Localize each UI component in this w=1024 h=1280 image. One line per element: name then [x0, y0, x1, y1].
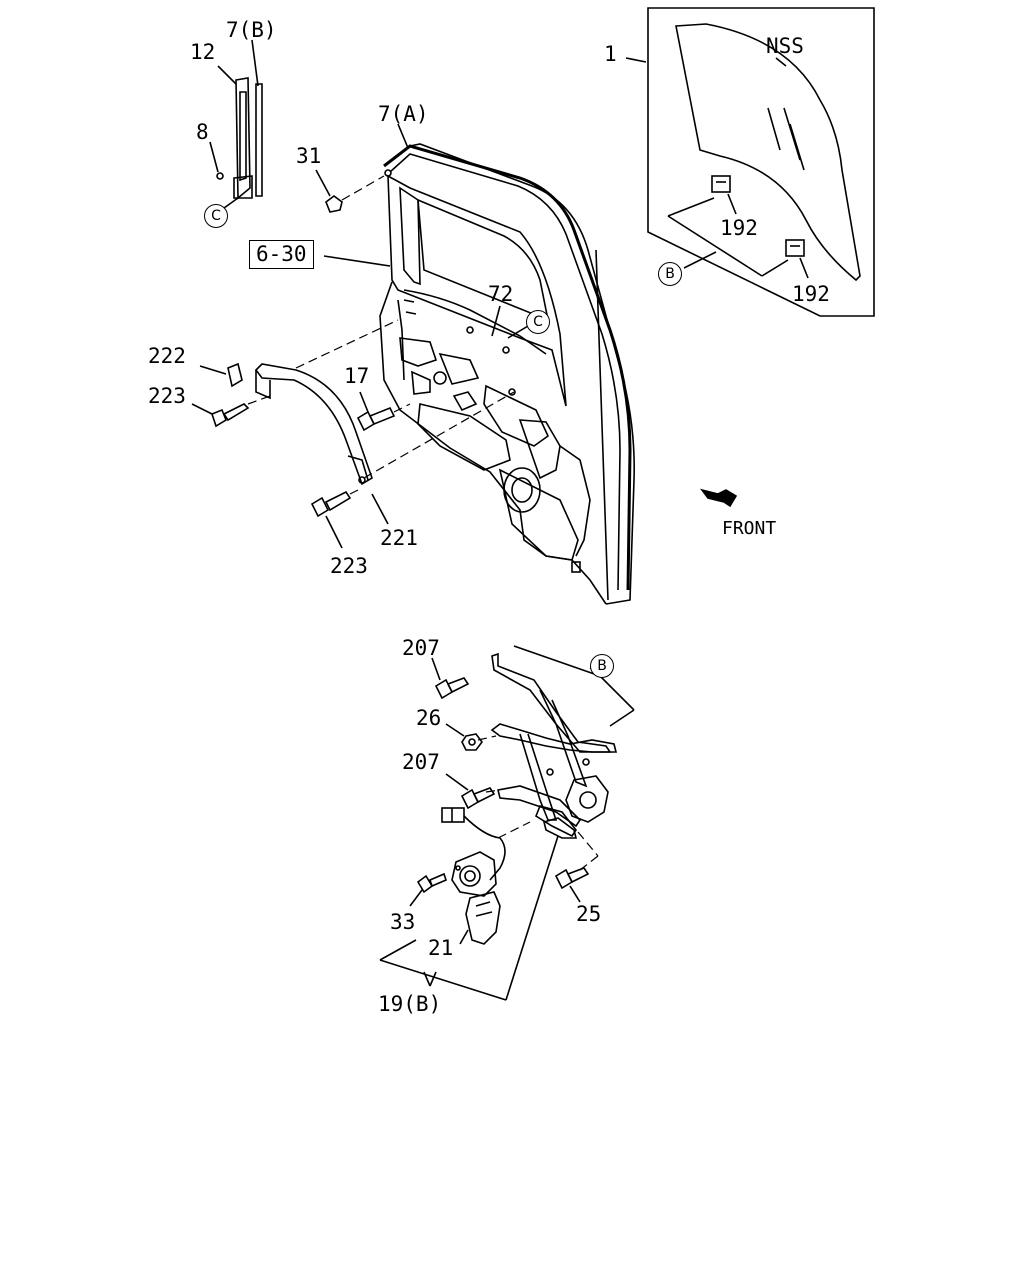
label-part-72: 72: [488, 282, 514, 306]
label-part-207-lower: 207: [402, 750, 440, 774]
regulator-motor: [451, 851, 501, 945]
label-part-33: 33: [390, 910, 416, 934]
label-part-207-upper: 207: [402, 636, 440, 660]
label-part-221: 221: [380, 526, 418, 550]
screw-33: [409, 872, 447, 907]
bracket-19b: [379, 835, 559, 1001]
label-front: FRONT: [722, 518, 777, 539]
front-arrow-icon: [700, 488, 738, 508]
label-part-1: 1: [604, 42, 617, 66]
callout-b-regulator: B: [590, 654, 614, 678]
label-nss: NSS: [766, 34, 804, 58]
callout-b-glass: B: [658, 262, 682, 286]
glass-run-channel-part: [209, 39, 263, 209]
window-regulator-assembly: [477, 645, 635, 871]
screw-223-lower: [310, 487, 363, 549]
screw-223-upper: [191, 395, 271, 428]
label-part-12: 12: [190, 40, 216, 64]
label-part-192-lower: 192: [792, 282, 830, 306]
bolt-17: [356, 391, 411, 432]
leader-6-30: [323, 255, 391, 267]
leader-7a: [397, 123, 409, 149]
callout-c-door: C: [526, 310, 550, 334]
bolt-207-lower: [445, 773, 496, 810]
harness-connector: [441, 807, 506, 881]
label-part-17: 17: [344, 364, 370, 388]
bolt-207-upper: [431, 657, 470, 700]
label-part-8: 8: [196, 120, 209, 144]
label-part-223-upper: 223: [148, 384, 186, 408]
leader-72: [491, 305, 501, 337]
callout-c-top: C: [204, 204, 228, 228]
division-channel-221: [254, 319, 515, 525]
cap-222: [199, 362, 243, 388]
label-part-7b: 7(B): [226, 18, 277, 42]
label-part-31: 31: [296, 144, 322, 168]
label-part-7a: 7(A): [378, 102, 429, 126]
clip-31: [315, 169, 392, 213]
label-part-25: 25: [576, 902, 602, 926]
label-part-192-upper: 192: [720, 216, 758, 240]
glass-inset-box: [625, 7, 875, 317]
label-part-26: 26: [416, 706, 442, 730]
label-part-21: 21: [428, 936, 454, 960]
door-assembly: [379, 143, 635, 605]
nut-26: [445, 723, 483, 751]
label-ref-6-30: 6-30: [249, 240, 314, 270]
bolt-25: [554, 867, 590, 903]
label-part-223-lower: 223: [330, 554, 368, 578]
label-part-19b: 19(B): [378, 992, 442, 1016]
leader-c-door: [507, 325, 529, 339]
label-part-222: 222: [148, 344, 186, 368]
